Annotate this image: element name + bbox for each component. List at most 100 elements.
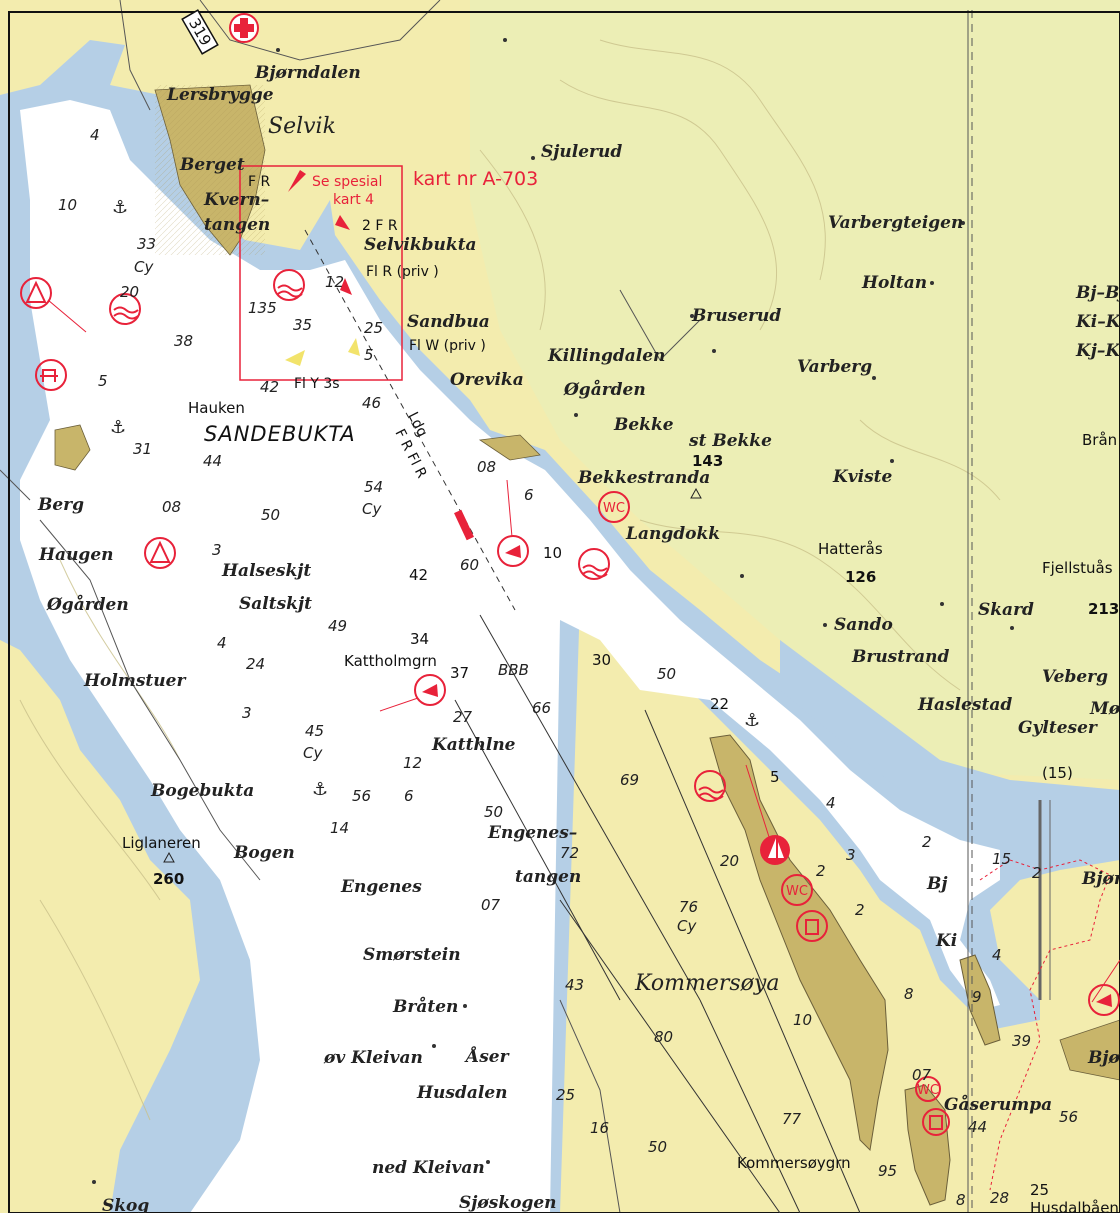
bathing-icon [578,548,610,580]
place-engenes: Engenes [340,877,422,897]
light-flare-icon [285,350,305,366]
drying-bekke [478,434,541,461]
depth: 2 [855,901,865,919]
depth: 95 [878,1162,897,1180]
boat-icon [497,535,529,567]
place-names: Bjørndalen Lersbrygge Selvik Sjulerud Be… [37,63,1120,1217]
bench-icon [35,359,67,391]
depth: 08 [162,498,181,516]
place-skard: Skard [978,600,1034,620]
place-halseskjaer: Halseskjt [221,561,311,581]
place-veberg: Veberg [1042,667,1108,687]
place-bjorndalen: Bjørndalen [254,63,361,83]
place-bruserud: Bruserud [691,306,781,326]
place-st-bekke: st Bekke [688,431,772,451]
light-flares [285,170,474,541]
roads [0,0,1051,1214]
place-fjellstuas: Fjellstuås [1042,559,1113,577]
depth: Cy [134,258,154,276]
depth: 3 [242,704,252,722]
place-sjoskogen: Sjøskogen [459,1193,557,1213]
wc-label: WC [603,501,625,516]
light-fr: F R [248,174,271,190]
drying-right [1059,1019,1120,1081]
depth: 66 [532,699,551,717]
light-fr2: 2 F R [362,218,398,234]
camping-icon [144,537,176,569]
deep-water [20,100,1000,1213]
camping-icon [20,277,52,309]
place-bogebukta: Bogebukta [150,781,254,801]
place-selvikbukta: Selvikbukta [364,235,477,255]
contour-lines [19,39,1001,1121]
light-flare-icon [335,215,350,230]
place-holmstuer: Holmstuer [83,671,186,691]
sailing-icon [760,835,790,865]
depth: 80 [654,1028,673,1046]
place-lersbrygga: Lersbrygge [166,85,274,105]
depth: 4 [217,634,227,652]
depth: 37 [450,664,469,682]
depth: 77 [782,1110,802,1128]
light-flare-icon [340,278,352,295]
depth: 4 [90,126,100,144]
depth: 20 [720,852,739,870]
light-flare-icon [348,338,360,356]
depth: 2 [816,862,826,880]
depth: 56 [352,787,371,805]
place-sandebukta: SANDEBUKTA [204,422,356,446]
depth: 2 [922,833,932,851]
drying-hatching [155,85,265,255]
place-hauken: Hauken [188,399,245,417]
depth: 07 [912,1066,932,1084]
anchor-icon: ⚓ [110,417,126,438]
depth: 49 [328,617,347,635]
fairway-line-2 [454,699,621,1001]
depth: 2 [1032,864,1042,882]
depth: 16 [590,1119,609,1137]
depth: 10 [793,1011,812,1029]
depth: 6 [404,787,414,805]
place-haugen: Haugen [38,545,114,565]
place-kj-k: Kj–K [1075,341,1120,361]
fairway-line-5 [699,999,801,1214]
depth: 44 [968,1118,987,1136]
wc-label: WC [786,884,808,899]
drying-west [54,424,91,471]
place-kverntangen-1: Kvern– [203,190,269,210]
depth: 5 [98,372,108,390]
light-fl-r: Fl R (priv ) [366,264,439,280]
depth: 42 [260,378,279,396]
place-berget: Berget [179,155,245,175]
depth: 39 [1012,1032,1031,1050]
depth: 28 [990,1189,1009,1207]
triangulation-point-icon [690,487,702,499]
depth: Cy [303,744,323,762]
bathing-icon [694,770,726,802]
depth: 56 [1059,1108,1078,1126]
place-kviste: Kviste [832,467,893,487]
height-213: 213 [1088,600,1119,618]
place-kverntangen-2: tangen [204,215,270,235]
place-bjo-edge: Bjø [1087,1048,1120,1068]
place-braten: Bråten [392,996,458,1017]
place-aser: Åser [464,1045,510,1067]
leading-light-marker [454,509,474,541]
depth: 42 [409,566,428,584]
depth: 33 [137,235,156,253]
wc-icon: WC [781,874,813,906]
place-varberg: Varberg [797,357,872,377]
place-engenestangen-1: Engenes– [487,823,577,843]
place-brustrand: Brustrand [851,647,949,667]
place-husdalen: Husdalen [416,1083,508,1103]
depth: 3 [212,541,222,559]
place-kattholmgrn: Kattholmgrn [344,652,437,670]
light-flare-icon [288,170,306,192]
anchor-symbols: ⚓ ⚓ ⚓ ⚓ [110,197,760,800]
light-fl-y: Fl Y 3s [294,376,340,392]
place-ki-k: Ki–K [1075,312,1120,332]
light-fl-w: Fl W (priv ) [409,338,486,354]
height-260: 260 [153,870,184,888]
